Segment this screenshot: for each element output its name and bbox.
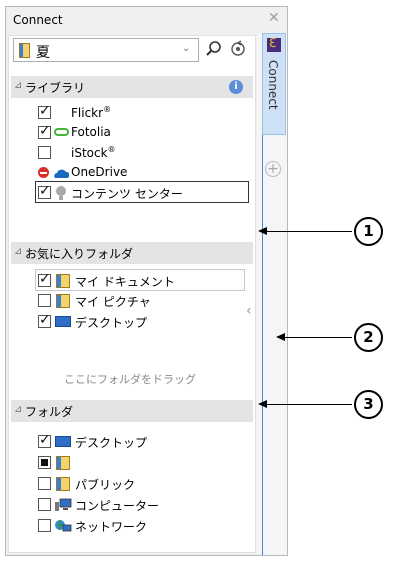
library-section-header[interactable]: ⊿ ライブラリ i	[11, 76, 253, 98]
checkbox[interactable]	[38, 312, 51, 328]
side-tab-strip: Connect +	[257, 33, 287, 555]
computer-icon	[55, 498, 72, 511]
checkbox[interactable]	[38, 183, 51, 199]
folders-item-label: コンピューター	[75, 499, 160, 513]
lightbulb-icon	[56, 186, 66, 200]
checkbox[interactable]	[38, 498, 51, 511]
folder-icon	[56, 477, 70, 491]
cloud-icon	[54, 169, 69, 178]
checkbox[interactable]	[38, 103, 51, 119]
fotolia-icon	[54, 128, 69, 136]
add-tab-icon[interactable]: +	[265, 161, 281, 177]
callout-arrowhead	[258, 400, 267, 408]
pictures-folder-icon	[56, 294, 70, 308]
checkbox[interactable]	[38, 432, 51, 448]
folders-item-label: パブリック	[75, 478, 136, 492]
callout-2: 2	[354, 323, 383, 352]
folder-selector[interactable]: 夏 ⌄	[13, 38, 199, 62]
registered-mark: ®	[103, 105, 112, 114]
callout-line	[266, 231, 352, 232]
checkbox[interactable]	[38, 456, 51, 469]
library-item-label: コンテンツ センター	[71, 187, 183, 201]
checkbox[interactable]	[38, 519, 51, 532]
info-icon[interactable]: i	[229, 80, 243, 94]
checkbox[interactable]	[38, 477, 51, 490]
checkbox[interactable]	[38, 271, 51, 287]
folders-item-label: デスクトップ	[75, 436, 148, 450]
checkbox[interactable]	[38, 294, 51, 307]
sync-icon[interactable]	[229, 40, 247, 58]
callout-line	[266, 404, 352, 405]
app-logo-icon	[267, 36, 281, 52]
folder-icon	[56, 274, 70, 288]
user-folder-icon	[56, 456, 70, 470]
checkbox[interactable]	[38, 123, 51, 139]
favorites-section-header[interactable]: ⊿ お気に入りフォルダ	[11, 242, 253, 264]
callout-arrowhead	[258, 227, 267, 235]
favorites-item-label: デスクトップ	[75, 316, 148, 330]
selected-item-frame	[35, 181, 249, 203]
drop-hint: ここにフォルダをドラッグ	[64, 373, 196, 386]
collapse-triangle-icon[interactable]: ⊿	[14, 404, 23, 415]
favorites-header-label: お気に入りフォルダ	[25, 247, 134, 261]
folders-header-label: フォルダ	[25, 405, 74, 419]
callout-line	[284, 337, 352, 338]
panel-titlebar: Connect ✕	[6, 7, 287, 33]
folders-section-header[interactable]: ⊿ フォルダ	[11, 400, 253, 422]
folders-item-label: ネットワーク	[75, 520, 148, 534]
registered-mark: ®	[107, 145, 116, 154]
collapse-triangle-icon[interactable]: ⊿	[14, 246, 23, 257]
callout-3: 3	[354, 390, 383, 419]
side-accent-line	[262, 33, 263, 555]
panel-content: 夏 ⌄ ⊿ ライブラリ i Flickr® Fotolia	[8, 35, 256, 553]
library-item-label: Flickr	[71, 106, 104, 120]
folder-icon	[19, 43, 30, 58]
connect-tab[interactable]: Connect	[262, 33, 286, 135]
panel-title: Connect	[13, 13, 63, 27]
callout-arrowhead	[276, 333, 285, 341]
search-icon[interactable]	[205, 40, 223, 58]
library-header-label: ライブラリ	[25, 81, 86, 95]
collapse-triangle-icon[interactable]: ⊿	[14, 80, 23, 91]
favorites-item-label: マイ ドキュメント	[75, 275, 175, 289]
desktop-icon	[55, 316, 71, 327]
network-icon	[55, 520, 72, 532]
folder-selector-value: 夏	[36, 45, 50, 61]
desktop-icon	[55, 436, 71, 447]
collapse-panel-icon[interactable]: ‹	[246, 303, 252, 319]
library-item-label: Fotolia	[71, 125, 111, 139]
library-item-label: OneDrive	[71, 165, 128, 179]
favorites-item-label: マイ ピクチャ	[75, 295, 151, 309]
hover-item-frame	[35, 269, 245, 291]
close-icon[interactable]: ✕	[268, 10, 280, 26]
library-item-label: iStock	[71, 146, 108, 160]
connect-tab-label: Connect	[266, 60, 280, 110]
connect-panel: Connect ✕ 夏 ⌄ ⊿ ライブラリ i Flickr®	[5, 6, 288, 556]
chevron-down-icon[interactable]: ⌄	[182, 43, 191, 54]
callout-1: 1	[354, 217, 383, 246]
checkbox[interactable]	[38, 146, 51, 159]
